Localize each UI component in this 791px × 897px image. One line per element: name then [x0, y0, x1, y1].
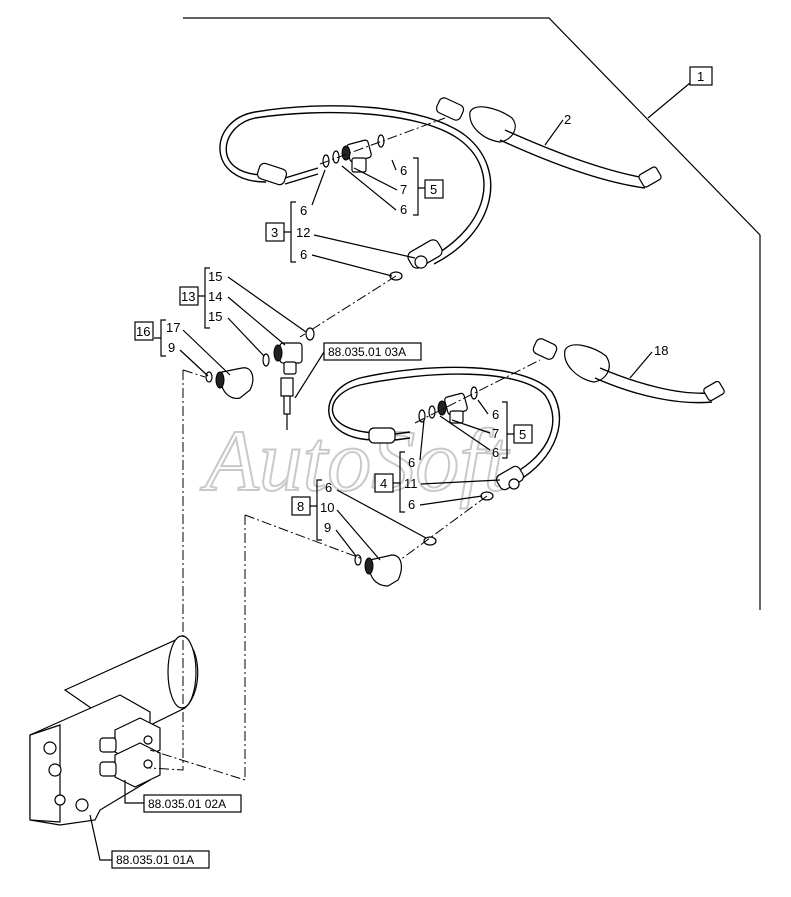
- ref-03a: 88.035.01 03A: [328, 345, 406, 359]
- callout-6e: 6: [492, 407, 499, 422]
- callout-14: 14: [208, 289, 222, 304]
- upper-hose-assembly: [219, 97, 662, 338]
- callout-4: 4: [380, 476, 387, 491]
- callout-6a: 6: [400, 163, 407, 178]
- watermark: AutoSoft: [200, 413, 511, 510]
- callout-5b: 5: [519, 427, 526, 442]
- callout-box-5b: [513, 424, 533, 444]
- middle-fittings: [205, 327, 315, 430]
- assembly-frame-line: [183, 17, 761, 610]
- callout-box-4: [374, 473, 394, 493]
- callout-7a: 7: [400, 182, 407, 197]
- callout-6i: 6: [325, 480, 332, 495]
- callout-15b: 15: [208, 309, 222, 324]
- pump-block: [29, 369, 361, 826]
- callout-7b: 7: [492, 426, 499, 441]
- ref-box-02a: [143, 794, 242, 813]
- callout-box-3: [265, 222, 285, 242]
- callout-9a: 9: [168, 340, 175, 355]
- callout-8: 8: [297, 499, 304, 514]
- callout-2: 2: [564, 112, 571, 127]
- ref-box-01a: [111, 850, 210, 869]
- callouts: 1 2 6 7 6 5 3 6 12 6 13 15 14 15: [89, 66, 713, 869]
- ref-box-03a: [323, 342, 422, 361]
- callout-18: 18: [654, 343, 668, 358]
- callout-box-13: [179, 286, 199, 306]
- callout-15a: 15: [208, 269, 222, 284]
- callout-13: 13: [181, 289, 195, 304]
- callout-box-5a: [424, 179, 444, 199]
- callout-6f: 6: [492, 445, 499, 460]
- callout-5a: 5: [430, 182, 437, 197]
- callout-6c: 6: [300, 203, 307, 218]
- callout-12: 12: [296, 225, 310, 240]
- callout-10: 10: [320, 500, 334, 515]
- callout-9b: 9: [324, 520, 331, 535]
- callout-6h: 6: [408, 497, 415, 512]
- callout-6g: 6: [408, 455, 415, 470]
- callout-box-1: [689, 66, 713, 86]
- callout-17: 17: [166, 320, 180, 335]
- callout-3: 3: [271, 225, 278, 240]
- callout-6b: 6: [400, 202, 407, 217]
- ref-02a: 88.035.01 02A: [148, 797, 226, 811]
- callout-1: 1: [697, 69, 704, 84]
- callout-11: 11: [404, 476, 418, 491]
- ref-01a: 88.035.01 01A: [116, 853, 194, 867]
- callout-6d: 6: [300, 247, 307, 262]
- callout-box-8: [291, 496, 311, 516]
- callout-16: 16: [136, 324, 150, 339]
- callout-box-16: [134, 321, 154, 341]
